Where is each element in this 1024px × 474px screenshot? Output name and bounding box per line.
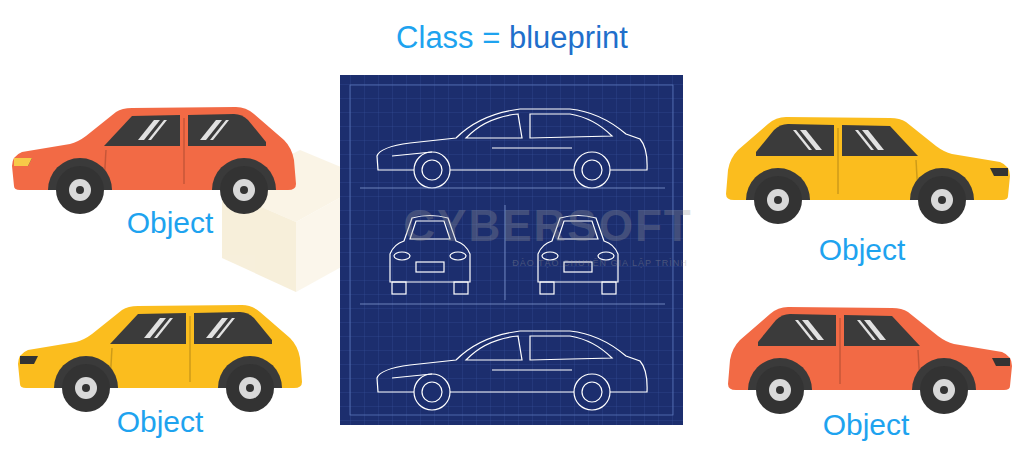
object-label: Object xyxy=(117,405,204,438)
car-orange xyxy=(12,107,296,214)
diagram-title: Class = blueprint xyxy=(396,21,628,55)
car-yellow xyxy=(726,117,1010,224)
blueprint-panel xyxy=(340,75,683,425)
car-orange xyxy=(728,307,1012,414)
watermark: CYBERSOFT xyxy=(403,202,692,250)
object-label: Object xyxy=(819,233,906,266)
title-part: Class = xyxy=(396,20,509,55)
headlight xyxy=(14,158,32,166)
watermark-tagline: ĐÀO TẠO CHUYÊN GIA LẬP TRÌNH xyxy=(512,259,688,269)
object-label: Object xyxy=(127,206,214,239)
object-label: Object xyxy=(823,408,910,441)
title-part: blueprint xyxy=(509,20,628,55)
car-yellow xyxy=(18,305,302,412)
